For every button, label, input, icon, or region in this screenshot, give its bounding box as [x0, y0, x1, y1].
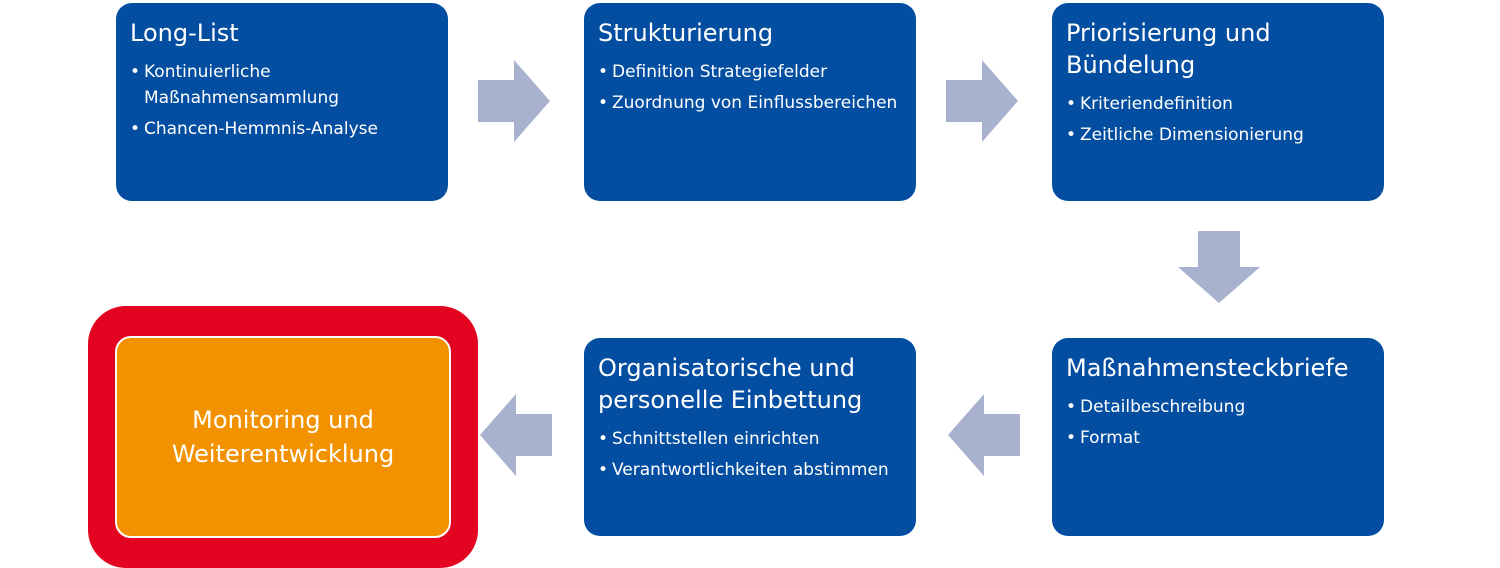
step-bullet: Zeitliche Dimensionierung — [1066, 122, 1370, 148]
step-bullet-list: Schnittstellen einrichten Verantwortlich… — [598, 426, 902, 483]
step-box-priorisierung: Priorisierung und Bündelung Kriteriendef… — [1052, 3, 1384, 201]
step-title: Maßnahmensteckbriefe — [1066, 354, 1349, 382]
step-title: Strukturierung — [598, 19, 774, 47]
step-bullet-list: Kontinuierliche Maßnahmensammlung Chance… — [130, 59, 434, 142]
step-bullet: Format — [1066, 425, 1370, 451]
arrow-right-icon — [478, 60, 550, 142]
step-bullet-list: Kriteriendefinition Zeitliche Dimensioni… — [1066, 91, 1370, 148]
step-bullet: Detailbeschreibung — [1066, 394, 1370, 420]
step-box-einbettung: Organisatorische und personelle Einbettu… — [584, 338, 916, 536]
step-title: Priorisierung und Bündelung — [1066, 19, 1271, 79]
arrow-right-icon — [946, 60, 1018, 142]
step-box-massnahmensteckbriefe: Maßnahmensteckbriefe Detailbeschreibung … — [1052, 338, 1384, 536]
final-step-title: Monitoring und Weiterentwicklung — [171, 406, 395, 468]
step-title: Long-List — [130, 19, 239, 47]
arrow-left-icon — [480, 394, 552, 476]
step-bullet: Kriteriendefinition — [1066, 91, 1370, 117]
step-box-strukturierung: Strukturierung Definition Strategiefelde… — [584, 3, 916, 201]
final-step-box: Monitoring und Weiterentwicklung — [115, 336, 451, 538]
step-bullet: Definition Strategiefelder — [598, 59, 902, 85]
step-bullet: Kontinuierliche Maßnahmensammlung — [130, 59, 434, 111]
step-bullet: Zuordnung von Einflussbereichen — [598, 90, 902, 116]
arrow-down-icon — [1178, 231, 1260, 303]
step-bullet: Chancen-Hemmnis-Analyse — [130, 116, 434, 142]
step-bullet-list: Definition Strategiefelder Zuordnung von… — [598, 59, 902, 116]
step-bullet: Schnittstellen einrichten — [598, 426, 902, 452]
step-box-long-list: Long-List Kontinuierliche Maßnahmensamml… — [116, 3, 448, 201]
step-bullet: Verantwortlichkeiten abstimmen — [598, 457, 902, 483]
step-title: Organisatorische und personelle Einbettu… — [598, 354, 863, 414]
arrow-left-icon — [948, 394, 1020, 476]
step-bullet-list: Detailbeschreibung Format — [1066, 394, 1370, 451]
